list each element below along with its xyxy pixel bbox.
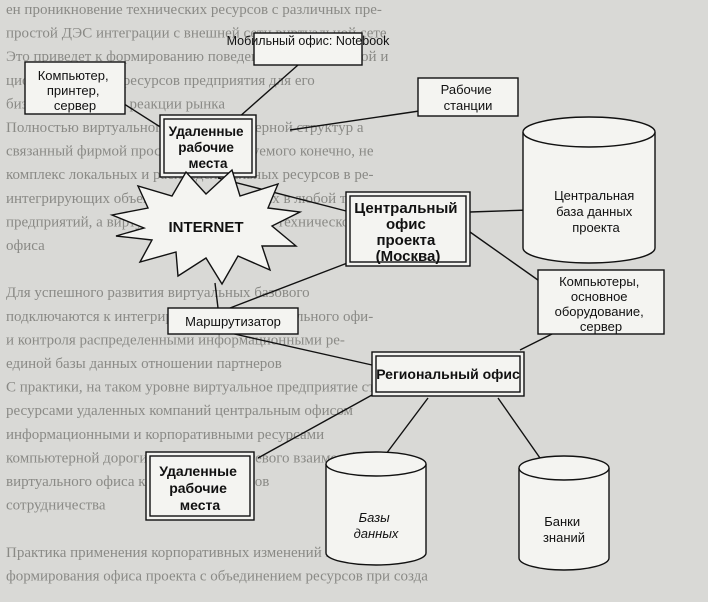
- svg-text:Банки знаний: Банки знаний: [543, 514, 585, 545]
- svg-text:Удаленные рабочие: Удаленные рабочие места: [159, 463, 241, 513]
- remote-workplaces-top-node: Удаленные рабочие места: [159, 114, 257, 178]
- svg-text:Мобильный офис: Notebook: Мобильный офис: Notebook: [227, 34, 390, 48]
- computer-printer-line-1: Компьютер,: [38, 68, 109, 83]
- workstations-line-1: Рабочие: [441, 82, 492, 97]
- svg-text:Компьютеры, основное: Компьютеры, основное оборудование, серве…: [555, 274, 648, 334]
- equipment-line-3: оборудование,: [555, 304, 644, 319]
- svg-text:Региональный офис: Региональный офис: [376, 366, 520, 382]
- internet-node: INTERNET: [109, 168, 303, 286]
- background-text-line: ресурсами удаленных компаний центральным…: [6, 403, 354, 419]
- connectors: [109, 64, 561, 459]
- mobile-office-node: Мобильный офис: Notebook: [227, 32, 390, 66]
- edge-remote-central: [217, 177, 351, 213]
- central-db-line-1: Центральная: [554, 188, 634, 203]
- svg-text:Центральный офис п: Центральный офис проекта (Москва): [354, 200, 461, 265]
- workstations-node: Рабочие станции: [417, 77, 519, 117]
- central-office-line-1: Центральный: [354, 200, 457, 217]
- background-text-line: информационными и корпоративными ресурса…: [6, 427, 324, 443]
- central-office-line-3: проекта: [376, 232, 436, 249]
- background-text-line: С практики, на таком уровне виртуальное …: [6, 380, 382, 396]
- edge-mobile-remote: [237, 64, 299, 119]
- background-text-line: единой базы данных отношении партнеров: [6, 356, 282, 372]
- router-label: Маршрутизатор: [185, 314, 281, 329]
- svg-text:Компьютер, принтер,: Компьютер, принтер, сервер: [38, 68, 113, 113]
- knowledge-banks-line-2: знаний: [543, 530, 585, 545]
- knowledge-banks-line-1: Банки: [544, 514, 580, 529]
- remote-top-line-3: места: [189, 156, 228, 171]
- equipment-line-2: основное: [571, 289, 628, 304]
- edge-central-equipment: [469, 231, 546, 286]
- central-db-line-3: проекта: [572, 220, 620, 235]
- background-text-line: Практика применения корпоративных измене…: [6, 545, 389, 561]
- central-office-line-2: офис: [386, 216, 426, 233]
- background-text-line: офиса: [6, 238, 45, 254]
- central-office-line-4: (Москва): [376, 248, 441, 265]
- regional-office-label: Региональный офис: [376, 366, 520, 382]
- internet-burst-icon: [109, 168, 303, 286]
- computer-printer-line-3: сервер: [54, 98, 96, 113]
- databases-line-2: данных: [354, 526, 399, 541]
- svg-text:Рабочие станции: Рабочие станции: [441, 82, 496, 113]
- svg-text:Удаленные рабочие: Удаленные рабочие места: [169, 124, 248, 171]
- remote-bottom-line-1: Удаленные: [159, 463, 237, 479]
- equipment-node: Компьютеры, основное оборудование, серве…: [537, 269, 665, 335]
- svg-text:Базы данных: Базы данных: [354, 510, 399, 541]
- edge-regional-remote: [257, 394, 373, 459]
- knowledge-banks-node: Банки знаний: [518, 455, 610, 571]
- remote-top-line-2: рабочие: [178, 140, 234, 155]
- edge-router-regional: [229, 332, 373, 366]
- svg-text:Центральная база данных: Центральная база данных проекта: [554, 188, 638, 235]
- equipment-line-1: Компьютеры,: [559, 274, 639, 289]
- svg-text:INTERNET: INTERNET: [169, 219, 244, 236]
- background-text-line: формирования офиса проекта с объединение…: [6, 568, 428, 584]
- remote-bottom-line-3: места: [180, 497, 221, 513]
- databases-line-1: Базы: [359, 510, 390, 525]
- central-db-line-2: база данных: [556, 204, 633, 219]
- mobile-office-label: Мобильный офис: Notebook: [227, 34, 390, 48]
- remote-workplaces-bottom-node: Удаленные рабочие места: [145, 451, 255, 521]
- regional-office-node: Региональный офис: [371, 351, 525, 397]
- router-node: Маршрутизатор: [167, 307, 299, 335]
- edge-central-router: [229, 261, 351, 309]
- edge-internet-router: [214, 282, 219, 309]
- computer-printer-line-2: принтер,: [47, 83, 100, 98]
- remote-bottom-line-2: рабочие: [169, 480, 227, 496]
- central-database-node: Центральная база данных проекта: [522, 116, 656, 264]
- computer-printer-node: Компьютер, принтер, сервер: [24, 61, 126, 115]
- remote-top-line-1: Удаленные: [169, 124, 244, 139]
- background-text-line: ен проникновение технических ресурсов с …: [6, 2, 382, 18]
- edge-regional-knowledge: [497, 397, 541, 459]
- background-text-line: Для успешного развития виртуальных базов…: [6, 285, 310, 301]
- internet-label: INTERNET: [169, 219, 244, 236]
- edge-centraldb-central: [469, 209, 531, 213]
- background-text-line: и контроля распределенными информационны…: [6, 332, 345, 348]
- svg-text:Маршрутизатор: Маршрутизатор: [185, 314, 281, 329]
- background-text-line: сотрудничества: [6, 498, 106, 514]
- central-office-node: Центральный офис проекта (Москва): [345, 191, 471, 267]
- workstations-line-2: станции: [444, 98, 493, 113]
- databases-node: Базы данных: [325, 451, 427, 566]
- edge-regional-databases: [382, 397, 429, 459]
- equipment-line-4: сервер: [580, 319, 622, 334]
